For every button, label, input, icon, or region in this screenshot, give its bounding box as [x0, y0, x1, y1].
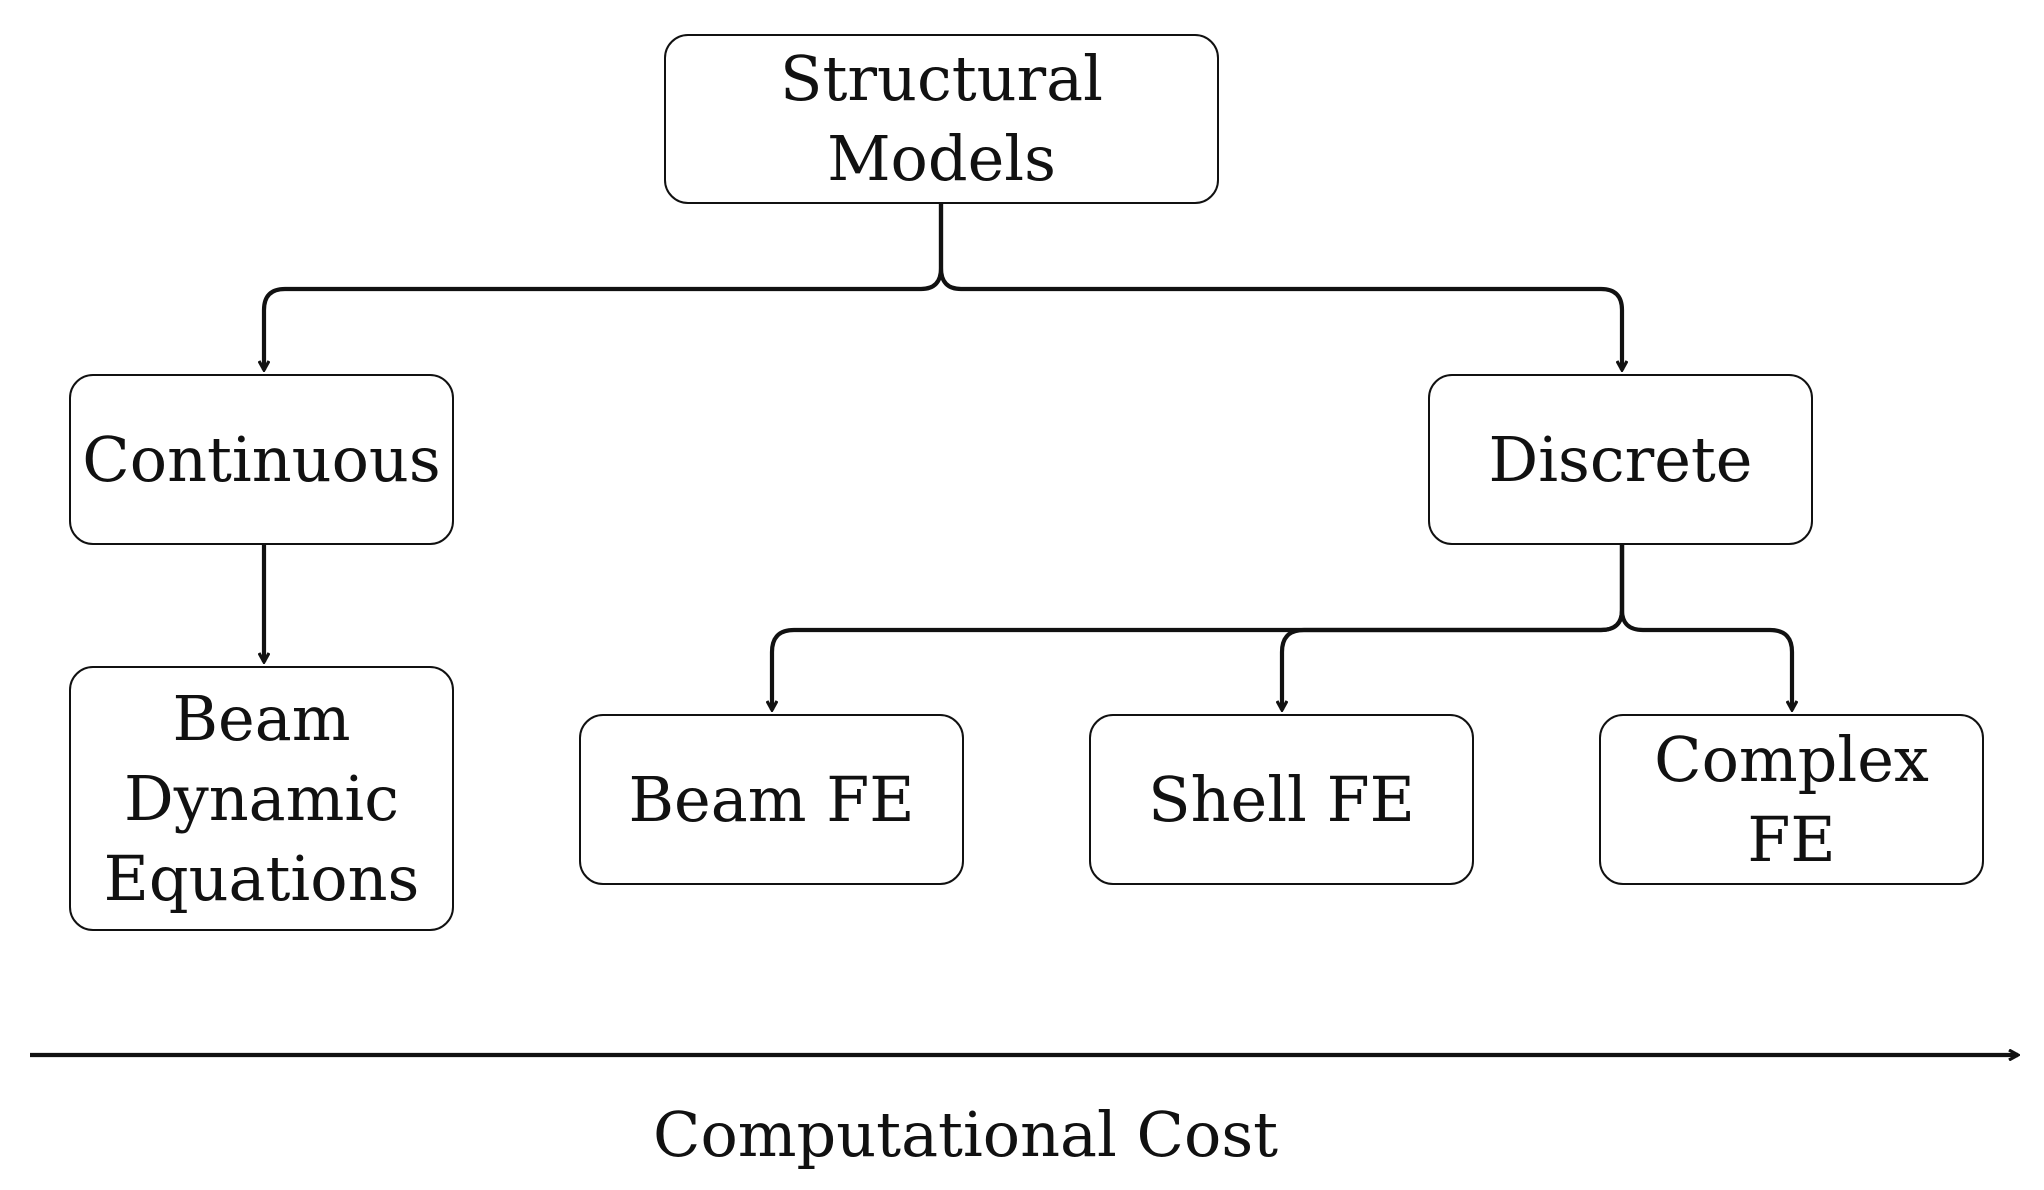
edge-discrete-to-beam-fe	[772, 545, 1625, 710]
edge-discrete-to-shell-fe	[1282, 545, 1625, 710]
node-complex-fe-line-2: FE	[1747, 802, 1836, 876]
node-beam-dynamic-equations-text: Beam Dynamic Equations	[104, 679, 420, 919]
node-discrete-label: Discrete	[1488, 422, 1753, 496]
node-continuous: Continuous	[69, 374, 454, 545]
node-continuous-label: Continuous	[82, 422, 441, 496]
node-beam-dynamic-line-1: Beam	[172, 681, 351, 755]
node-discrete: Discrete	[1428, 374, 1813, 545]
node-complex-fe: Complex FE	[1599, 714, 1984, 885]
node-beam-fe: Beam FE	[579, 714, 964, 885]
node-shell-fe-label: Shell FE	[1148, 762, 1415, 836]
node-beam-dynamic-line-3: Equations	[103, 841, 420, 915]
node-structural-models-line-1: Structural	[780, 42, 1103, 115]
node-beam-dynamic-equations: Beam Dynamic Equations	[69, 666, 454, 931]
node-structural-models-line-2: Models	[827, 122, 1056, 195]
edge-discrete-to-complex-fe	[1619, 545, 1792, 710]
node-complex-fe-line-1: Complex	[1654, 722, 1929, 796]
computational-cost-label: Computational Cost	[653, 1098, 1279, 1171]
node-beam-dynamic-line-2: Dynamic	[124, 761, 399, 835]
edge-root-to-continuous	[264, 204, 944, 370]
node-shell-fe: Shell FE	[1089, 714, 1474, 885]
node-structural-models: Structural Models	[664, 34, 1219, 204]
node-structural-models-text: Structural Models	[780, 39, 1103, 199]
node-complex-fe-text: Complex FE	[1654, 720, 1929, 880]
node-beam-fe-label: Beam FE	[628, 762, 915, 836]
edge-root-to-discrete	[938, 204, 1622, 370]
